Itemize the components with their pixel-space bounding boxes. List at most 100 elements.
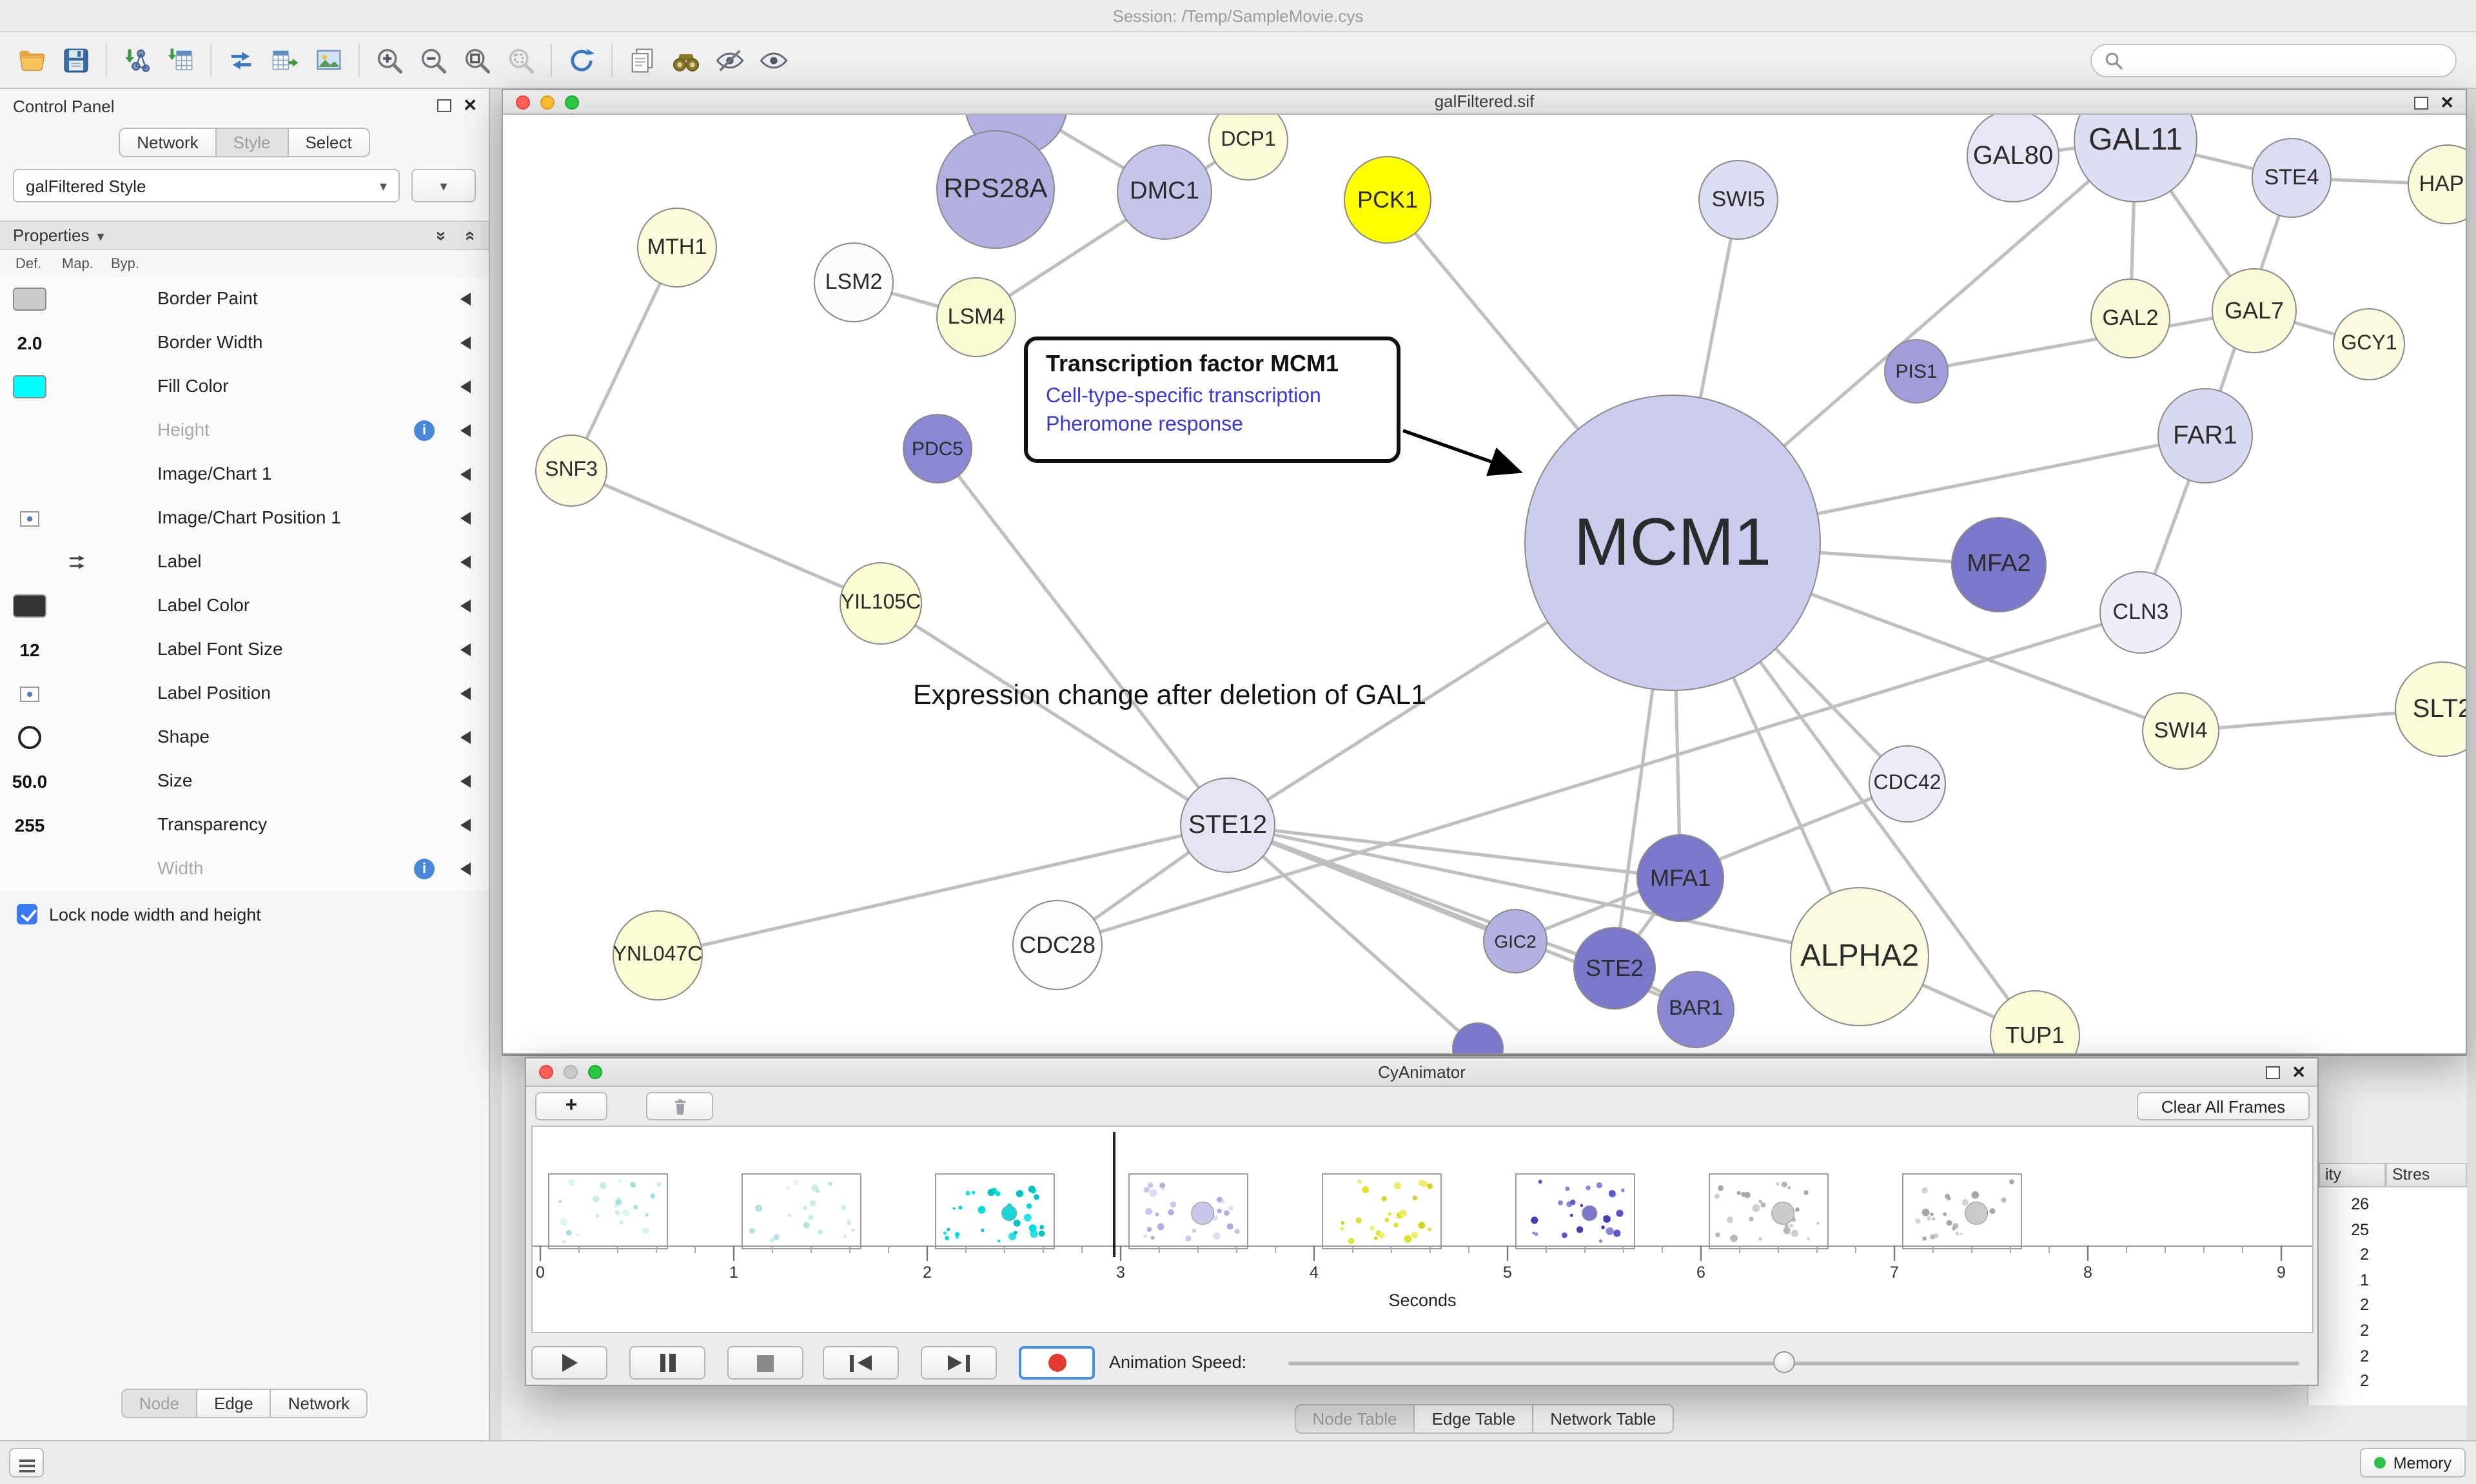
frame-thumbnail-2[interactable]	[742, 1173, 861, 1249]
property-row-fill-color[interactable]: Fill Color	[0, 365, 489, 409]
slider-handle[interactable]	[1773, 1351, 1795, 1373]
mapping-cell[interactable]	[57, 545, 98, 579]
tab-network[interactable]: Network	[119, 128, 217, 157]
annotation-link[interactable]: Pheromone response	[1046, 414, 1243, 436]
node-swi4[interactable]: SWI4	[2142, 692, 2219, 770]
lock-size-checkbox[interactable]	[17, 904, 37, 924]
default-value-cell[interactable]: 12	[8, 633, 52, 667]
add-frame-button[interactable]: +	[535, 1092, 607, 1120]
node-lsm2[interactable]: LSM2	[814, 242, 894, 322]
zoom-out-icon[interactable]	[414, 41, 453, 79]
node-far1[interactable]: FAR1	[2157, 388, 2253, 483]
mapping-cell[interactable]	[57, 370, 98, 404]
frame-thumbnail-5[interactable]	[1322, 1173, 1442, 1249]
lock-size-row[interactable]: Lock node width and height	[17, 904, 261, 924]
node-pdc5[interactable]: PDC5	[903, 414, 972, 483]
node-mfa1[interactable]: MFA1	[1636, 834, 1724, 922]
play-button[interactable]	[531, 1346, 607, 1380]
default-value-cell[interactable]	[8, 370, 52, 404]
node-mfa2[interactable]: MFA2	[1951, 517, 2047, 612]
close-cyanimator-icon[interactable]: ✕	[2292, 1062, 2306, 1082]
node-tup1[interactable]: TUP1	[1990, 990, 2080, 1053]
color-swatch[interactable]	[13, 375, 46, 398]
expand-property-icon[interactable]	[460, 863, 471, 875]
expand-property-icon[interactable]	[460, 337, 471, 349]
mapping-cell[interactable]	[57, 677, 98, 710]
stop-button[interactable]	[727, 1346, 803, 1380]
record-button[interactable]	[1019, 1346, 1095, 1380]
float-window-icon[interactable]	[2266, 1066, 2281, 1079]
node-mth1[interactable]: MTH1	[637, 208, 717, 288]
mapping-cell[interactable]	[57, 326, 98, 360]
animation-speed-slider[interactable]	[1288, 1346, 2299, 1380]
style-target-tab-node[interactable]: Node	[121, 1389, 197, 1418]
expand-property-icon[interactable]	[460, 468, 471, 481]
close-window-icon[interactable]	[516, 95, 530, 110]
default-value-cell[interactable]	[8, 282, 52, 316]
open-session-icon[interactable]	[13, 41, 52, 79]
table-column-ity[interactable]: ity	[2319, 1163, 2386, 1187]
collapse-all-icon[interactable]: »	[458, 231, 479, 241]
style-selector[interactable]: galFiltered Style ▾	[13, 169, 400, 202]
refresh-layout-icon[interactable]	[562, 41, 601, 79]
expand-property-icon[interactable]	[460, 731, 471, 744]
expand-property-icon[interactable]	[460, 819, 471, 832]
node-ste12[interactable]: STE12	[1180, 777, 1275, 873]
frame-thumbnail-1[interactable]	[548, 1173, 668, 1249]
style-options-button[interactable]: ▾	[411, 169, 476, 202]
tab-select[interactable]: Select	[287, 128, 370, 157]
clear-frames-button[interactable]: Clear All Frames	[2137, 1092, 2310, 1120]
node-pis1[interactable]: PIS1	[1884, 339, 1949, 404]
playhead[interactable]	[1113, 1132, 1115, 1257]
mapping-cell[interactable]	[57, 808, 98, 842]
close-window-icon[interactable]	[539, 1065, 553, 1079]
node-lsm4[interactable]: LSM4	[936, 277, 1016, 357]
node-snf3[interactable]: SNF3	[535, 434, 607, 507]
delete-frame-button[interactable]	[646, 1092, 713, 1120]
mapping-cell[interactable]	[57, 589, 98, 623]
node-alpha2[interactable]: ALPHA2	[1790, 887, 1929, 1026]
expand-property-icon[interactable]	[460, 380, 471, 393]
first-neighbors-icon[interactable]	[667, 41, 705, 79]
property-row-image-chart-1[interactable]: Image/Chart 1	[0, 453, 489, 496]
network-window-titlebar[interactable]: galFiltered.sif ✕	[503, 90, 2466, 115]
default-value-cell[interactable]	[8, 545, 52, 579]
maximize-window-icon[interactable]	[588, 1065, 602, 1079]
text-annotation[interactable]: Expression change after deletion of GAL1	[913, 679, 1427, 710]
expand-property-icon[interactable]	[460, 600, 471, 612]
show-all-icon[interactable]	[754, 41, 793, 79]
node-ynl047c[interactable]: YNL047C	[613, 910, 703, 1001]
default-value-cell[interactable]	[8, 589, 52, 623]
node-cdc42[interactable]: CDC42	[1869, 745, 1946, 823]
mapping-cell[interactable]	[57, 721, 98, 754]
network-canvas[interactable]: Transcription factor MCM1 Cell-type-spec…	[503, 115, 2466, 1053]
pause-button[interactable]	[629, 1346, 705, 1380]
default-value-cell[interactable]: 255	[8, 808, 52, 842]
default-value-cell[interactable]	[8, 502, 52, 535]
float-panel-icon[interactable]	[437, 99, 452, 112]
mapping-cell[interactable]	[57, 633, 98, 667]
node-gal7[interactable]: GAL7	[2212, 268, 2297, 353]
zoom-selected-icon[interactable]	[502, 41, 540, 79]
default-value-cell[interactable]	[8, 677, 52, 710]
node-pck1[interactable]: PCK1	[1344, 156, 1431, 244]
new-network-icon[interactable]	[222, 41, 260, 79]
float-window-icon[interactable]	[2414, 96, 2429, 109]
node-cln3[interactable]: CLN3	[2099, 571, 2182, 654]
info-icon[interactable]: i	[414, 859, 435, 879]
zoom-fit-icon[interactable]	[458, 41, 496, 79]
node-dmc1[interactable]: DMC1	[1117, 144, 1212, 240]
mapping-cell[interactable]	[57, 414, 98, 447]
info-icon[interactable]: i	[414, 420, 435, 441]
style-target-tab-edge[interactable]: Edge	[196, 1389, 271, 1418]
table-tab-network-table[interactable]: Network Table	[1532, 1404, 1675, 1434]
node-gcy1[interactable]: GCY1	[2333, 308, 2405, 380]
property-row-label-color[interactable]: Label Color	[0, 584, 489, 628]
expand-property-icon[interactable]	[460, 775, 471, 788]
save-session-icon[interactable]	[57, 41, 95, 79]
